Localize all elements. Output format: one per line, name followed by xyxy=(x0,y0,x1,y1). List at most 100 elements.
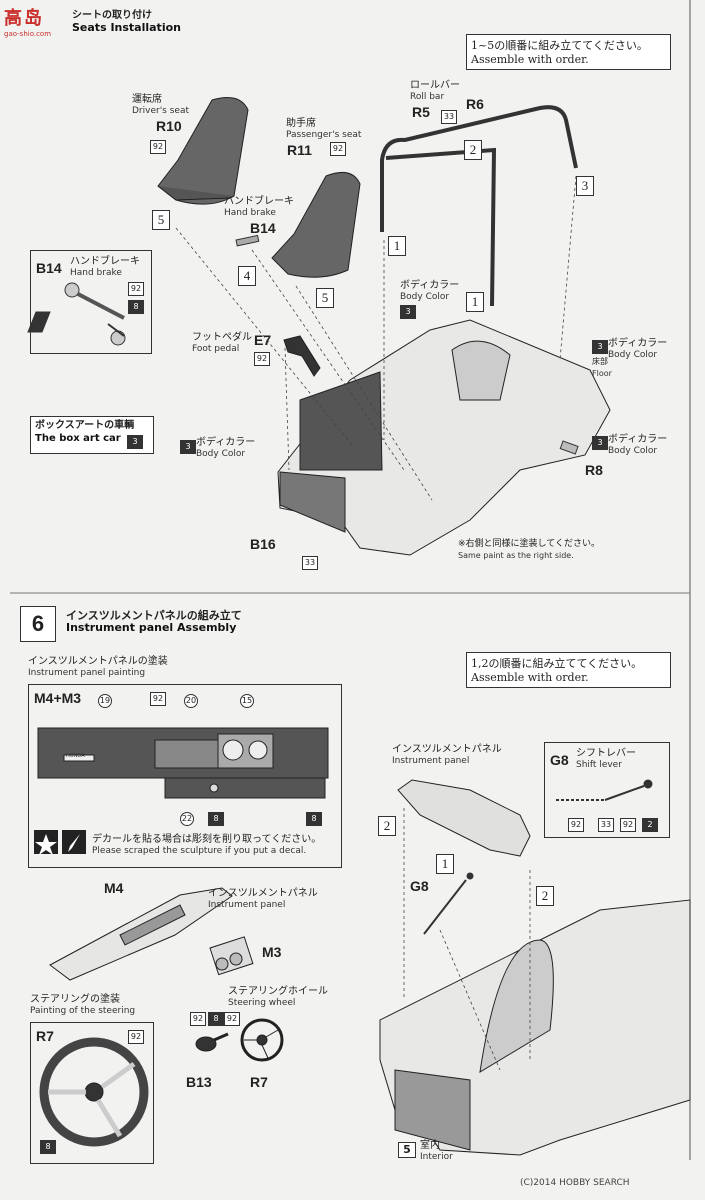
driver-seat-jp: 運転席 xyxy=(132,94,162,105)
passenger-seat-jp: 助手席 xyxy=(286,118,316,129)
color-code-22: 22 xyxy=(180,812,194,826)
color-code-8: 8 xyxy=(306,812,322,826)
body-color-jp: ボディカラー xyxy=(196,437,256,448)
instrument-panel-drawing xyxy=(397,779,531,857)
body-color-en: Body Color xyxy=(196,449,246,459)
step-1-left: 1 xyxy=(388,236,406,256)
color-code-3: 3 xyxy=(592,340,608,354)
box-art-en: The box art car xyxy=(35,433,121,444)
dashboard-m4-drawing xyxy=(49,887,233,981)
panel-painting-jp: インスツルメントパネルの塗装 xyxy=(28,656,168,667)
part-r8: R8 xyxy=(585,462,603,478)
passenger-seat-label: 助手席 Passenger's seat xyxy=(286,118,361,141)
same-paint-note: ※右側と同様に塗装してください。 Same paint as the right… xyxy=(458,538,600,561)
panel-brand: HONDA xyxy=(66,753,85,759)
roll-bar-en: Roll bar xyxy=(410,92,445,102)
section6-number-box: 6 xyxy=(20,606,56,642)
instrument-panel-en: Instrument panel xyxy=(392,756,470,766)
step-3: 3 xyxy=(576,176,594,196)
driver-seat-label: 運転席 Driver's seat xyxy=(132,94,189,117)
body-color-left-label: ボディカラー Body Color xyxy=(196,437,255,460)
hand-brake-en: Hand brake xyxy=(224,208,276,218)
hand-brake-detail-part: B14 xyxy=(36,260,62,276)
step-1-right: 1 xyxy=(466,292,484,312)
same-paint-en: Same paint as the right side. xyxy=(458,551,574,560)
color-code-2: 2 xyxy=(642,818,658,832)
color-code-92: 92 xyxy=(190,1012,206,1026)
hand-brake-detail-label: ハンドブレーキ Hand brake xyxy=(70,256,140,279)
color-code-3: 3 xyxy=(180,440,196,454)
section6-title-jp: インスツルメントパネルの組み立て xyxy=(66,609,242,622)
step-2-right: 2 xyxy=(536,886,554,906)
color-code-8: 8 xyxy=(208,1012,224,1026)
part-r7: R7 xyxy=(250,1074,268,1090)
color-code-19: 19 xyxy=(98,694,112,708)
floor-en: Floor xyxy=(592,369,612,378)
body-color-en: Body Color xyxy=(608,350,658,360)
steering-paint-en: Painting of the steering xyxy=(30,1006,136,1016)
order-note-jp: 1~5の順番に組み立ててください。 xyxy=(471,39,648,52)
box-art-note: ボックスアートの車輌 The box art car 3 xyxy=(30,416,154,454)
steering-paint-part: R7 xyxy=(36,1028,54,1044)
color-code-92: 92 xyxy=(128,282,144,296)
part-b13: B13 xyxy=(186,1074,212,1090)
panel-painting-drawing xyxy=(37,727,329,799)
roll-bar-jp: ロールバー xyxy=(410,80,460,91)
panel-sub-en: Instrument panel xyxy=(208,900,286,910)
color-code-33: 33 xyxy=(441,110,457,124)
panel-painting-en: Instrument panel painting xyxy=(28,668,146,678)
gauge-cluster-drawing xyxy=(209,936,254,976)
body-color-jp: ボディカラー xyxy=(608,338,668,349)
foot-pedal-drawing xyxy=(283,335,321,377)
shift-lever-en: Shift lever xyxy=(576,760,622,770)
floor-jp: 床部 xyxy=(592,357,608,366)
foot-pedal-en: Foot pedal xyxy=(192,344,240,354)
same-paint-jp: ※右側と同様に塗装してください。 xyxy=(458,539,601,549)
part-e7: E7 xyxy=(254,332,272,348)
decal-note-jp: デカールを貼る場合は彫刻を削り取ってください。 xyxy=(92,834,322,845)
steering-paint-jp: ステアリングの塗装 xyxy=(30,994,120,1005)
step-2-left: 2 xyxy=(378,816,396,836)
box-art-jp: ボックスアートの車輌 xyxy=(35,420,135,431)
step-5-passenger: 5 xyxy=(316,288,334,308)
section5-title-en: Seats Installation xyxy=(72,21,181,34)
color-code-8: 8 xyxy=(208,812,224,826)
color-code-3: 3 xyxy=(400,305,416,319)
roll-bar-label: ロールバー Roll bar xyxy=(410,80,460,103)
steering-wheel-label: ステアリングホイール Steering wheel xyxy=(228,986,328,1009)
steering-wheel-jp: ステアリングホイール xyxy=(228,986,328,997)
car-interior-drawing xyxy=(379,899,691,1156)
foot-pedal-label: フットペダル Foot pedal xyxy=(192,332,252,355)
panel-painting-box xyxy=(28,684,342,868)
section6-header: インスツルメントパネルの組み立て Instrument panel Assemb… xyxy=(66,609,242,634)
color-code-92: 92 xyxy=(224,1012,240,1026)
decal-note-en: Please scraped the sculpture if you put … xyxy=(92,846,307,856)
star-icon xyxy=(34,830,58,855)
hand-brake-drawing xyxy=(235,234,260,247)
body-color-center-label: ボディカラー Body Color xyxy=(400,280,459,303)
footer-copyright: (C)2014 HOBBY SEARCH xyxy=(520,1178,630,1188)
interior-jp: 室内 xyxy=(420,1140,440,1151)
interior-en: Interior xyxy=(420,1152,453,1162)
order-note-jp: 1,2の順番に組み立ててください。 xyxy=(471,657,643,670)
panel-sub-jp: インスツルメントパネル xyxy=(208,888,318,899)
color-code-5: 5 xyxy=(398,1142,416,1158)
color-code-92: 92 xyxy=(150,140,166,154)
hand-brake-jp: ハンドブレーキ xyxy=(224,196,294,207)
instrument-panel-jp: インスツルメントパネル xyxy=(392,744,502,755)
color-code-15: 15 xyxy=(240,694,254,708)
body-color-floor-label: ボディカラー Body Color xyxy=(608,338,667,361)
color-code-8: 8 xyxy=(128,300,144,314)
color-code-92: 92 xyxy=(330,142,346,156)
panel-painting-label: インスツルメントパネルの塗装 Instrument panel painting xyxy=(28,656,168,679)
order-note-en: Assemble with order. xyxy=(471,671,589,684)
section6-title-en: Instrument panel Assembly xyxy=(66,621,237,634)
part-b16: B16 xyxy=(250,536,276,552)
body-color-en: Body Color xyxy=(400,292,450,302)
panel-sub-label: インスツルメントパネル Instrument panel xyxy=(208,888,318,911)
color-code-92: 92 xyxy=(568,818,584,832)
order-note-en: Assemble with order. xyxy=(471,53,589,66)
driver-seat-en: Driver's seat xyxy=(132,106,189,116)
part-b14: B14 xyxy=(250,220,276,236)
